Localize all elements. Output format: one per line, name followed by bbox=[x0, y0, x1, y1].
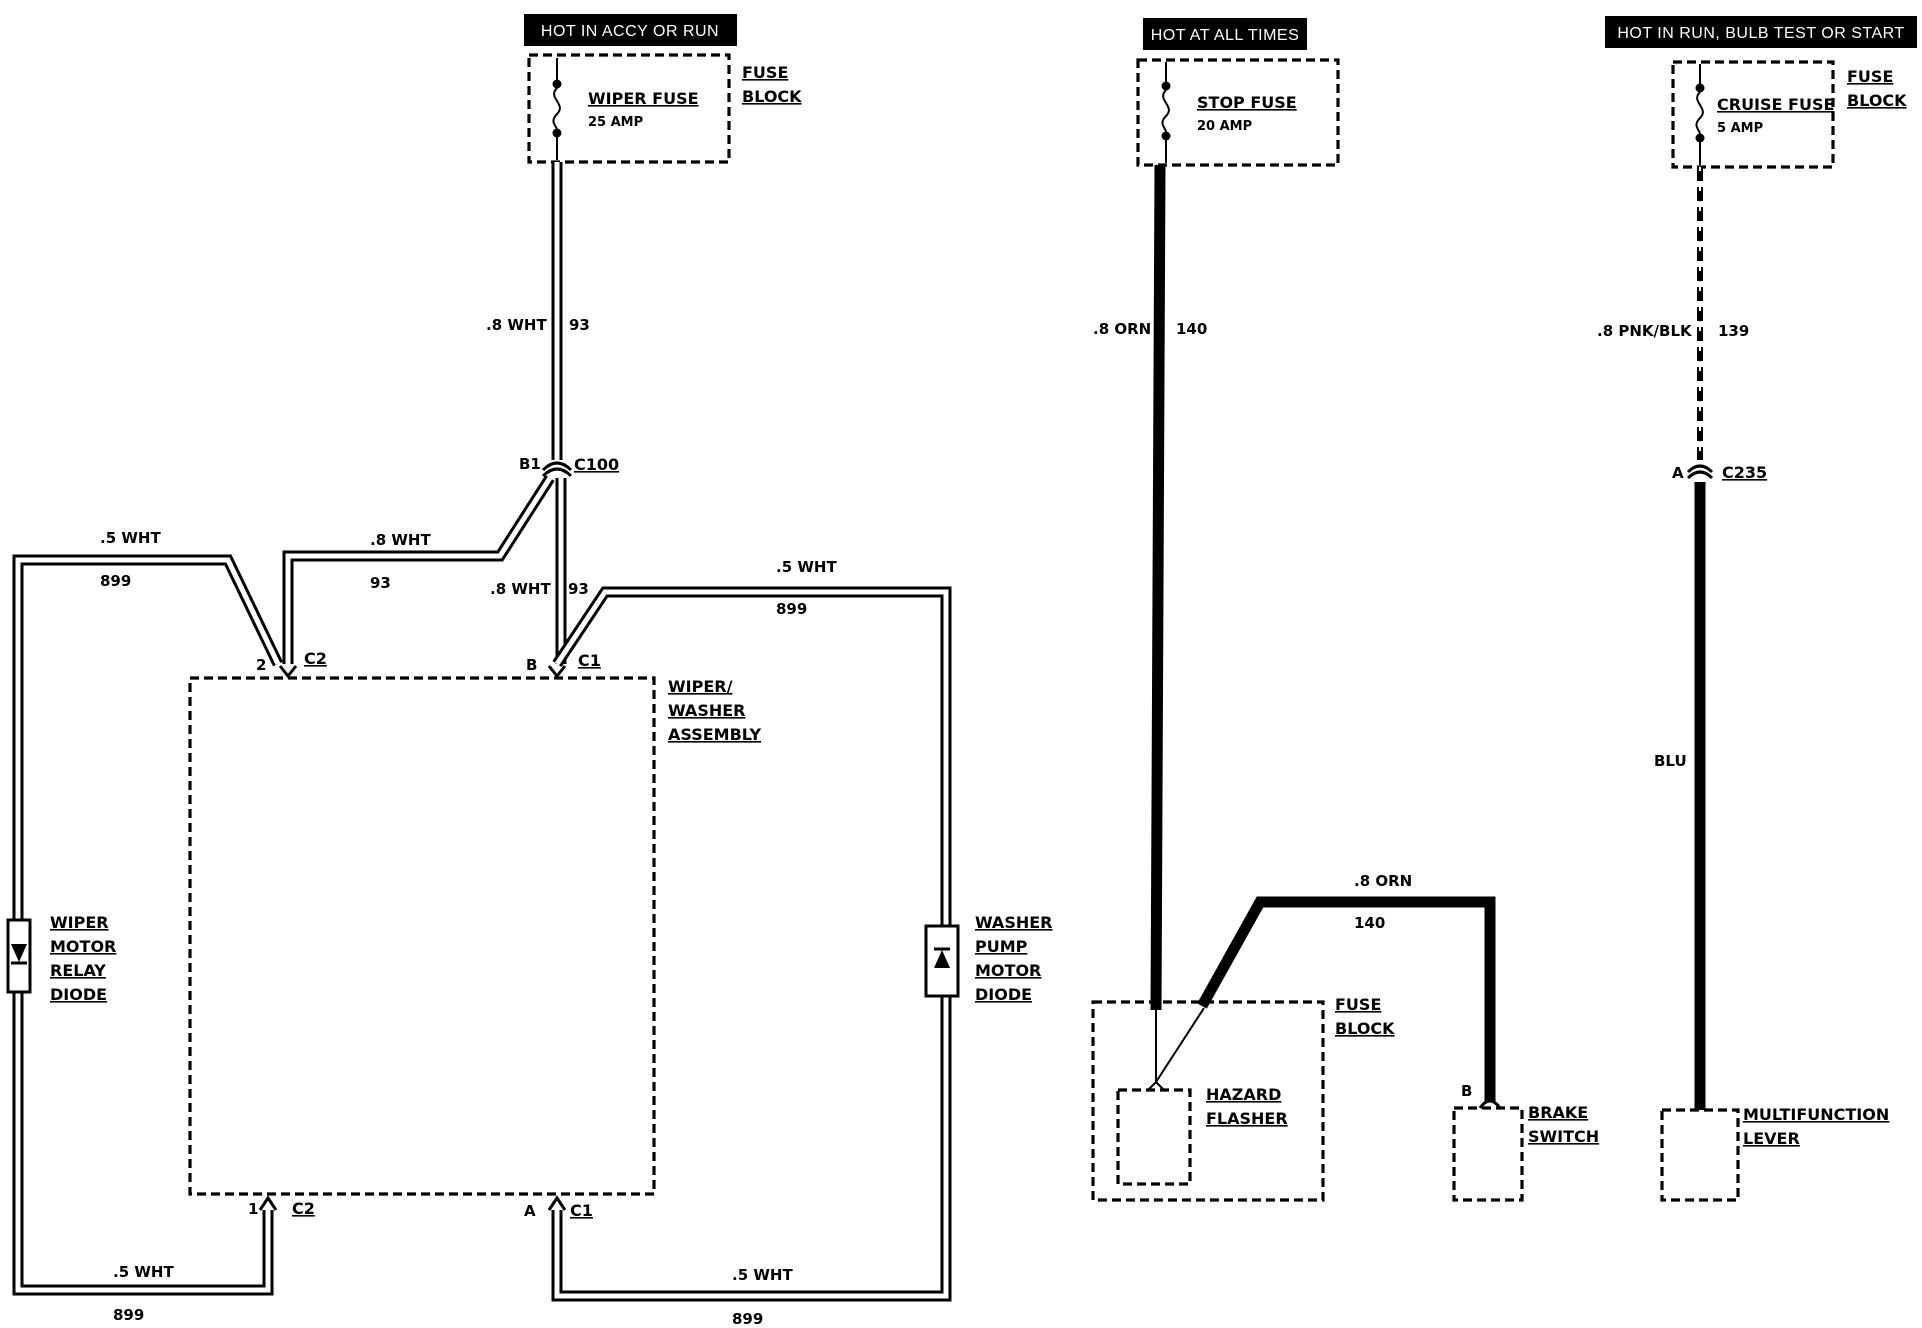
wiper-motor-relay-diode bbox=[6, 918, 32, 994]
wire-93-top-circuit: 93 bbox=[569, 316, 590, 334]
brake-connector bbox=[1478, 1099, 1502, 1109]
wire-899-right-top-circuit: 899 bbox=[776, 600, 807, 618]
wire-899-right-bottom-gauge: .5 WHT bbox=[732, 1266, 793, 1284]
stop-fuse-block: STOP FUSE 20 AMP bbox=[1136, 58, 1340, 167]
header-wiper-text: HOT IN ACCY OR RUN bbox=[541, 23, 719, 40]
wire-93-left-gauge: .8 WHT bbox=[370, 531, 431, 549]
stop-fuse-name: STOP FUSE bbox=[1197, 93, 1297, 112]
wire-899-left-bottom-circuit: 899 bbox=[113, 1306, 144, 1324]
fuse-block-label-3b: BLOCK bbox=[1847, 91, 1907, 110]
c2-top-pin: 2 bbox=[256, 656, 266, 674]
washer-diode-label-3: MOTOR bbox=[975, 961, 1041, 980]
wire-899-left-top-gauge: .5 WHT bbox=[100, 529, 161, 547]
wire-899-right bbox=[551, 586, 952, 1302]
hazard-connector bbox=[1147, 1080, 1165, 1091]
wiper-fuse-name: WIPER FUSE bbox=[588, 89, 699, 108]
hazard-lead-2 bbox=[1155, 1007, 1205, 1083]
wire-140-brake bbox=[1197, 896, 1496, 1102]
wire-139-gauge: .8 PNK/BLK bbox=[1597, 322, 1693, 340]
hazard-flasher-box bbox=[1116, 1088, 1192, 1186]
fuse-block-label-2b: BLOCK bbox=[1335, 1019, 1395, 1038]
wiper-diode-label-3: RELAY bbox=[50, 961, 106, 980]
fuse-block-label-3a: FUSE bbox=[1847, 67, 1893, 86]
stop-fuse-rating: 20 AMP bbox=[1197, 119, 1252, 134]
hazard-fuse-block-box bbox=[1091, 1000, 1325, 1202]
c1-top-name: C1 bbox=[578, 651, 601, 670]
wire-140-top-circuit: 140 bbox=[1176, 320, 1207, 338]
wire-899-right-top-gauge: .5 WHT bbox=[776, 558, 837, 576]
wire-899-left-top-circuit: 899 bbox=[100, 572, 131, 590]
washer-diode-label-1: WASHER bbox=[975, 913, 1052, 932]
wiper-diode-label-4: DIODE bbox=[50, 985, 107, 1004]
wire-139-circuit: 139 bbox=[1718, 322, 1749, 340]
wiper-fuse-block: WIPER FUSE 25 AMP bbox=[527, 53, 731, 164]
wire-899-right-bottom-circuit: 899 bbox=[732, 1310, 763, 1328]
wire-140-main bbox=[1150, 164, 1166, 1011]
c100-connector bbox=[541, 461, 573, 478]
brake-switch-label-2: SWITCH bbox=[1528, 1127, 1599, 1146]
wiper-fuse-rating: 25 AMP bbox=[588, 115, 643, 130]
washer-diode-label-4: DIODE bbox=[975, 985, 1032, 1004]
c235-name: C235 bbox=[1722, 463, 1767, 482]
c2-bottom-connector bbox=[258, 1195, 278, 1211]
wire-blu-gauge: BLU bbox=[1654, 752, 1687, 770]
wiper-diode-label-2: MOTOR bbox=[50, 937, 116, 956]
hazard-flasher-label-1: HAZARD bbox=[1206, 1085, 1281, 1104]
assembly-label-2: WASHER bbox=[668, 701, 745, 720]
multifunction-label-1: MULTIFUNCTION bbox=[1743, 1105, 1889, 1124]
wire-93-left-branch bbox=[282, 475, 555, 664]
wire-93-top-gauge: .8 WHT bbox=[486, 316, 547, 334]
c235-connector bbox=[1686, 464, 1714, 480]
c1-top-connector bbox=[547, 665, 567, 679]
c2-bottom-pin: 1 bbox=[248, 1200, 258, 1218]
c100-pin: B1 bbox=[519, 455, 541, 473]
wire-140-brake-gauge: .8 ORN bbox=[1354, 872, 1412, 890]
washer-diode-label-2: PUMP bbox=[975, 937, 1028, 956]
header-cruise: HOT IN RUN, BULB TEST OR START bbox=[1605, 16, 1917, 48]
header-stop-text: HOT AT ALL TIMES bbox=[1151, 27, 1300, 44]
assembly-label-1: WIPER/ bbox=[668, 677, 733, 696]
fuse-block-label-1a: FUSE bbox=[742, 63, 788, 82]
fuse-block-label-1b: BLOCK bbox=[742, 87, 802, 106]
cruise-fuse-name: CRUISE FUSE bbox=[1717, 95, 1834, 114]
wire-93-down-circuit: 93 bbox=[568, 580, 589, 598]
brake-pin: B bbox=[1461, 1082, 1472, 1100]
assembly-label-3: ASSEMBLY bbox=[668, 725, 761, 744]
brake-switch-label-1: BRAKE bbox=[1528, 1103, 1588, 1122]
wire-93-down-gauge: .8 WHT bbox=[490, 580, 551, 598]
fuse-block-label-2a: FUSE bbox=[1335, 995, 1381, 1014]
wiper-washer-assembly-box bbox=[188, 676, 656, 1196]
wiper-diode-label-1: WIPER bbox=[50, 913, 109, 932]
header-cruise-text: HOT IN RUN, BULB TEST OR START bbox=[1617, 25, 1904, 42]
hazard-flasher-label-2: FLASHER bbox=[1206, 1109, 1288, 1128]
brake-switch-box bbox=[1452, 1106, 1524, 1202]
c1-bottom-pin: A bbox=[524, 1202, 536, 1220]
c2-top-connector bbox=[278, 665, 298, 679]
c1-bottom-name: C1 bbox=[570, 1201, 593, 1220]
washer-pump-motor-diode bbox=[924, 924, 960, 998]
multifunction-label-2: LEVER bbox=[1743, 1129, 1800, 1148]
c1-bottom-connector bbox=[547, 1195, 567, 1211]
wire-93-left-circuit: 93 bbox=[370, 574, 391, 592]
c235-pin: A bbox=[1672, 464, 1684, 482]
c2-bottom-name: C2 bbox=[292, 1199, 315, 1218]
c1-top-pin: B bbox=[526, 656, 537, 674]
wire-140-top-gauge: .8 ORN bbox=[1093, 320, 1151, 338]
header-stop: HOT AT ALL TIMES bbox=[1143, 18, 1307, 50]
wire-899-left-bottom-gauge: .5 WHT bbox=[113, 1263, 174, 1281]
wire-140-brake-circuit: 140 bbox=[1354, 914, 1385, 932]
header-wiper: HOT IN ACCY OR RUN bbox=[524, 14, 737, 46]
cruise-fuse-block: CRUISE FUSE 5 AMP bbox=[1671, 60, 1835, 169]
multifunction-lever-box bbox=[1660, 1108, 1740, 1202]
c100-name: C100 bbox=[574, 455, 619, 474]
c2-top-name: C2 bbox=[304, 649, 327, 668]
cruise-fuse-rating: 5 AMP bbox=[1717, 121, 1763, 136]
